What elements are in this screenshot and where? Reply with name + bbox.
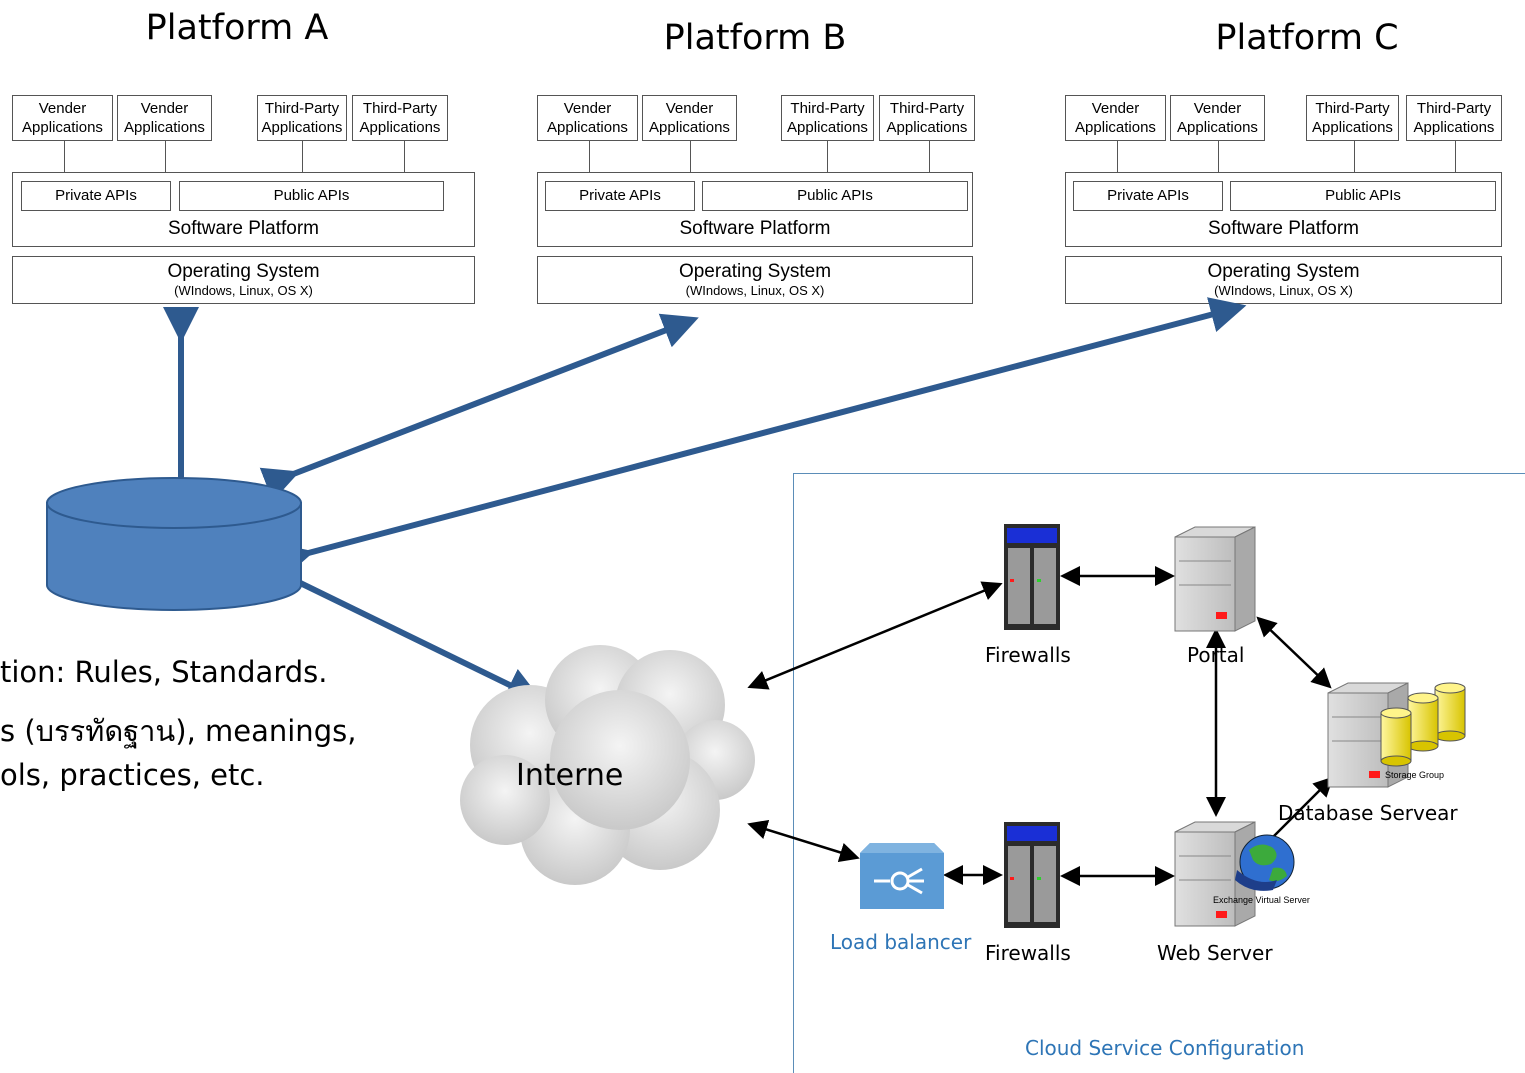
operating-system-box: Operating System (WIndows, Linux, OS X) [12, 256, 475, 304]
portal-server-icon [1174, 526, 1256, 632]
web-server-label: Web Server [1157, 941, 1273, 965]
storage-group-icon [1380, 682, 1466, 767]
software-platform-box: Private APIs Public APIs Software Platfo… [537, 172, 973, 247]
software-platform-box: Private APIs Public APIs Software Platfo… [1065, 172, 1502, 247]
standards-text-line3: ols, practices, etc. [0, 758, 265, 792]
platform-a-title: Platform A [145, 8, 329, 48]
network-arrows [747, 566, 1334, 886]
standards-text-line2: s (บรรทัดฐาน), meanings, [0, 714, 357, 748]
operating-system-box: Operating System (WIndows, Linux, OS X) [537, 256, 973, 304]
standards-text-line1: tion: Rules, Standards. [0, 655, 328, 689]
globe-icon [1235, 834, 1295, 891]
firewall-top-icon [1004, 524, 1060, 630]
storage-group-label: Storage Group [1385, 770, 1445, 780]
private-apis-box: Private APIs [21, 181, 171, 211]
private-apis-box: Private APIs [1073, 181, 1223, 211]
arrow-db-internet [265, 553, 543, 702]
public-apis-box: Public APIs [179, 181, 444, 211]
software-platform-box: Private APIs Public APIs Software Platfo… [12, 172, 475, 247]
database-cylinder [46, 477, 302, 611]
software-platform-label: Software Platform [679, 218, 831, 239]
firewall-bottom-icon [1004, 822, 1060, 928]
software-platform-label: Software Platform [168, 218, 319, 239]
firewalls-bottom-label: Firewalls [985, 941, 1071, 965]
db-link-arrows [163, 297, 1247, 702]
firewalls-top-label: Firewalls [985, 643, 1071, 667]
software-platform-label: Software Platform [1208, 218, 1359, 239]
internet-cloud [460, 645, 755, 885]
exchange-virtual-server-label: Exchange Virtual Server [1213, 895, 1310, 905]
private-apis-box: Private APIs [545, 181, 695, 211]
platform-b-title: Platform B [663, 18, 847, 58]
operating-system-box: Operating System (WIndows, Linux, OS X) [1065, 256, 1502, 304]
arrow-db-platform-b [259, 313, 699, 502]
database-server-label: Database Servear [1278, 801, 1458, 825]
platform-c-title: Platform C [1215, 18, 1399, 58]
cloud-service-caption: Cloud Service Configuration [1025, 1036, 1305, 1060]
internet-label: Interne [516, 758, 624, 793]
load-balancer-label: Load balancer [830, 930, 972, 954]
public-apis-box: Public APIs [1230, 181, 1496, 211]
portal-label: Portal [1187, 643, 1245, 667]
arrow-db-platform-c [275, 297, 1247, 578]
load-balancer-icon [860, 843, 944, 909]
public-apis-box: Public APIs [702, 181, 968, 211]
